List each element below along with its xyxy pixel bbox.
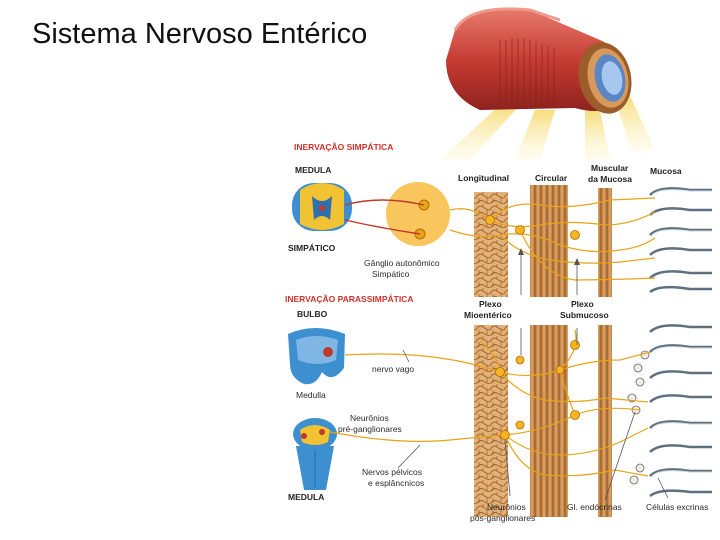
lower-medulla-label: MEDULA	[288, 492, 324, 502]
brainstem-bulb	[288, 328, 345, 385]
arrow-head	[574, 258, 580, 265]
sympathetic-preganglionic-fiber	[344, 199, 425, 235]
sympathetic-ganglion	[386, 182, 450, 246]
leader-lines	[397, 252, 669, 501]
intestine-tube-illustration	[440, 7, 655, 160]
preganglionic-line1: Neurônios	[350, 413, 389, 423]
longitudinal-muscle-layer	[474, 192, 508, 297]
preganglionic-line2: pré-ganglionares	[338, 424, 402, 434]
muscularis-mucosa-layer	[598, 325, 612, 517]
mucosa-label: Mucosa	[650, 166, 682, 176]
pelvic-nerves-line2: e esplâncnicos	[368, 478, 424, 488]
bulb-label: BULBO	[297, 309, 328, 319]
spinal-cord-cross-section	[292, 183, 352, 231]
myenteric-plexus-line2: Mioentérico	[464, 310, 512, 320]
circular-label: Circular	[535, 173, 568, 183]
lower-spinal-cord	[293, 418, 337, 490]
myenteric-plexus-line1: Plexo	[479, 299, 502, 309]
vagus-nerve-label: nervo vago	[372, 364, 414, 374]
endocrine-glands-label: Gl. endócrinas	[567, 502, 622, 512]
parasympathetic-heading: INERVAÇÃO PARASSIMPÁTICA	[285, 294, 413, 304]
circular-muscle-layer	[530, 185, 568, 297]
ganglion-label-line2: Simpático	[372, 269, 410, 279]
exocrine-cells-label: Células excrinas	[646, 502, 708, 512]
medulla-small-label: Medulla	[296, 390, 326, 400]
longitudinal-muscle-layer	[474, 325, 508, 517]
plexus-neurons	[485, 215, 580, 440]
mucosa-glands	[649, 187, 712, 498]
longitudinal-label: Longitudinal	[458, 173, 509, 183]
slide-title: Sistema Nervoso Entérico	[32, 18, 368, 50]
pelvic-nerves-line1: Nervos pélvicos	[362, 467, 422, 477]
muscularis-mucosa-layer	[598, 188, 612, 297]
ganglion-label-line1: Gânglio autonômico	[364, 258, 440, 268]
postganglionic-line1: Neurônios	[487, 502, 526, 512]
mucosa-glands-inner	[651, 189, 712, 477]
submucosal-plexus-line1: Plexo	[571, 299, 594, 309]
submucosal-plexus-line2: Submucoso	[560, 310, 609, 320]
sympathetic-heading: INERVAÇÃO SIMPÁTICA	[294, 142, 393, 152]
muscularis-label-line1: Muscular	[591, 163, 629, 173]
sympathetic-label: SIMPÁTICO	[288, 243, 336, 253]
endocrine-cells	[627, 350, 650, 485]
arrow-head	[518, 248, 524, 255]
postganglionic-line2: pós-ganglionares	[470, 513, 535, 523]
medulla-label: MEDULA	[295, 165, 331, 175]
muscularis-label-line2: da Mucosa	[588, 174, 632, 184]
